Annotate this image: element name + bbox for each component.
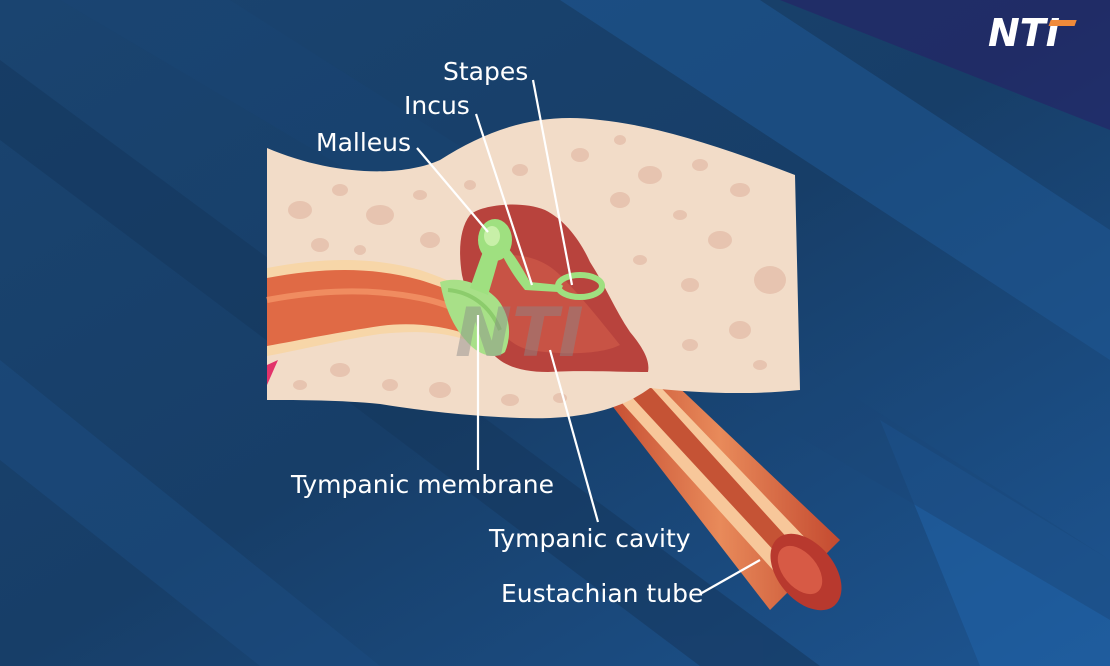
leader-stapes — [531, 79, 574, 286]
leader-tympanic-cavity — [548, 349, 600, 523]
stapes-bone — [554, 272, 605, 300]
brand-logo: NTI — [988, 11, 1077, 55]
brand-logo-text: NTI — [988, 11, 1060, 55]
leader-incus — [474, 113, 534, 286]
ear-canal — [266, 260, 480, 385]
leader-lines — [416, 79, 761, 595]
label-tympanic-cavity: Tympanic cavity — [488, 524, 691, 553]
leader-malleus — [416, 147, 489, 233]
label-tympanic-membrane: Tympanic membrane — [290, 470, 554, 499]
labels: Stapes Incus Malleus Tympanic membrane T… — [290, 57, 703, 608]
leader-eustachian-tube — [699, 559, 761, 595]
label-eustachian-tube: Eustachian tube — [501, 579, 703, 608]
ossicles — [440, 219, 605, 356]
label-malleus: Malleus — [316, 128, 411, 157]
label-incus: Incus — [404, 91, 470, 120]
watermark-logo: NTI — [455, 294, 584, 373]
label-stapes: Stapes — [443, 57, 528, 86]
tympanic-membrane-shape — [440, 279, 510, 356]
eustachian-tube — [600, 360, 842, 611]
watermark-text: NTI — [455, 294, 584, 373]
incus-bone — [500, 245, 560, 292]
brand-logo-accent — [1048, 20, 1077, 26]
